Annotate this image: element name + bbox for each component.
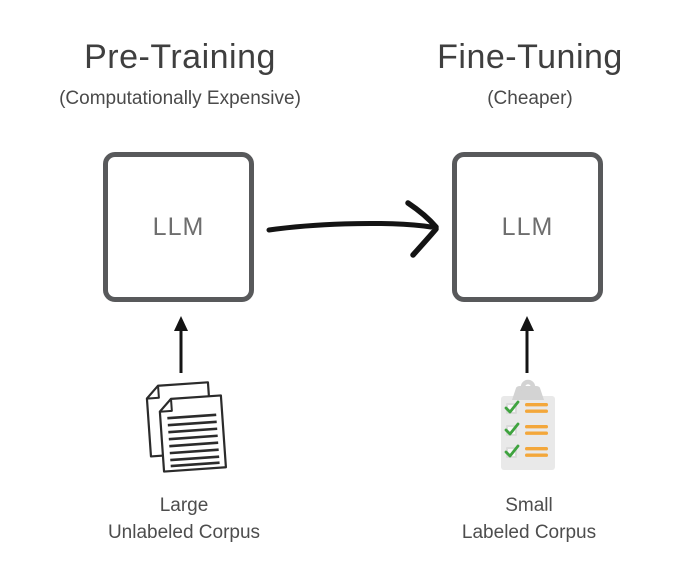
small-labeled-corpus-label: Small Labeled Corpus (379, 492, 679, 546)
corpus-label-line2: Unlabeled Corpus (107, 522, 261, 543)
flow-arrow-icon (266, 200, 439, 258)
corpus-label-line1: Large (159, 495, 209, 516)
finetuning-llm-label: LLM (501, 212, 554, 241)
clipboard-clip (512, 379, 544, 400)
corpus-label-line2: Labeled Corpus (461, 522, 597, 543)
text-lines (167, 413, 220, 468)
up-arrow-icon (174, 316, 188, 373)
front-page (158, 394, 228, 473)
documents-icon (145, 381, 228, 473)
pretraining-subtitle: (Computationally Expensive) (59, 88, 301, 109)
pretraining-llm-box: LLM (103, 152, 254, 302)
checklist-row (504, 444, 548, 458)
finetuning-llm-box: LLM (452, 152, 603, 302)
large-unlabeled-corpus-label: Large Unlabeled Corpus (34, 492, 334, 546)
up-arrow-icon (520, 316, 534, 373)
finetuning-subtitle: (Cheaper) (487, 88, 573, 109)
checklist-row (504, 400, 548, 414)
clipboard-checklist-icon (501, 379, 555, 470)
finetuning-title: Fine-Tuning (437, 38, 623, 76)
pretraining-title: Pre-Training (84, 38, 276, 76)
corpus-label-line1: Small (505, 495, 553, 516)
checklist-row (504, 422, 548, 436)
pretraining-llm-label: LLM (152, 212, 205, 241)
